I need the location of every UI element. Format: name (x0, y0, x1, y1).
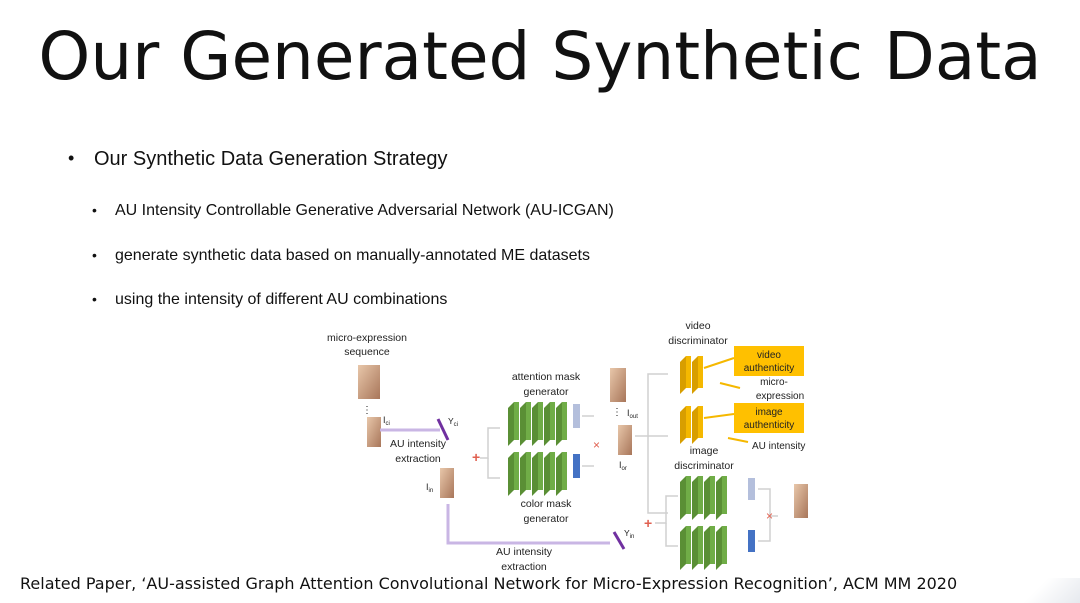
ellipsis-icon: ⋮ (612, 407, 622, 418)
attention-mask (748, 478, 755, 500)
connector-line (665, 523, 678, 547)
au-extraction-label: extraction (501, 561, 547, 573)
sub-bullet-text: generate synthetic data based on manuall… (115, 247, 590, 264)
attention-generator-label: attention mask (512, 371, 581, 383)
bullet-dot: • (92, 291, 97, 307)
video-discriminator-label: discriminator (668, 335, 728, 347)
image-discriminator-label: image (690, 445, 719, 457)
related-paper-footer: Related Paper, ‘AU-assisted Graph Attent… (20, 574, 958, 593)
reconstruction-attention-generator (680, 476, 727, 520)
bullet-dot: • (92, 247, 97, 263)
connector-line (647, 436, 668, 514)
iin-label: Iin (426, 482, 433, 494)
connector-line (727, 437, 749, 443)
au-intensity-output-label: AU intensity (752, 441, 805, 452)
color-mask (748, 530, 755, 552)
face-thumbnail (358, 365, 380, 399)
attention-generator (508, 402, 567, 446)
face-thumbnail (794, 484, 808, 518)
y-ci-mark (436, 418, 450, 441)
yin-label: Yin (624, 528, 634, 540)
image-discriminator (680, 406, 703, 444)
connector-line (719, 382, 741, 389)
au-extraction-label: AU intensity (390, 438, 447, 450)
sequence-label: sequence (344, 346, 390, 358)
bullet-dot: • (68, 148, 75, 168)
connector-line (480, 427, 500, 459)
video-discriminator (680, 356, 703, 394)
video-authenticity-label: authenticity (744, 363, 795, 374)
ici-label: Ici (383, 415, 390, 427)
color-generator-label: generator (524, 513, 569, 525)
au-icgan-diagram: micro-expression sequence ⋮ Ici Iin Yci … (327, 320, 808, 573)
color-mask (573, 454, 580, 478)
sub-bullet-text: AU Intensity Controllable Generative Adv… (115, 202, 614, 219)
micro-expression-output-label: micro- (760, 377, 788, 388)
color-generator-label: color mask (521, 498, 573, 510)
ellipsis-icon: ⋮ (362, 405, 372, 416)
sequence-label: micro-expression (327, 332, 407, 344)
slide-corner-decoration (1010, 578, 1080, 603)
face-thumbnail (618, 425, 632, 455)
y-in-mark (612, 531, 626, 550)
face-thumbnail (440, 468, 454, 498)
face-thumbnail (610, 368, 626, 402)
iout-label: Iout (627, 408, 638, 420)
connector-line (703, 413, 735, 419)
connector-line (487, 458, 500, 479)
image-authenticity-label: authenticity (744, 420, 795, 431)
slide-title: Our Generated Synthetic Data (38, 18, 1042, 95)
reconstruction-color-generator (680, 526, 727, 570)
yci-label: Yci (448, 416, 458, 428)
connector-line (703, 357, 735, 369)
au-extraction-label: AU intensity (496, 546, 553, 558)
color-generator (508, 452, 567, 496)
image-authenticity-box (734, 403, 804, 433)
connector-line (655, 495, 678, 524)
attention-mask (573, 404, 580, 428)
plus-icon: + (644, 515, 652, 531)
connector-line (758, 516, 771, 542)
bullet-dot: • (92, 202, 97, 218)
plus-icon: + (472, 449, 480, 465)
image-discriminator-label: discriminator (674, 460, 734, 472)
sub-bullet-text: using the intensity of different AU comb… (115, 291, 448, 308)
face-thumbnail (367, 417, 381, 447)
connector-line (635, 373, 668, 437)
video-discriminator-label: video (685, 320, 710, 332)
attention-generator-label: generator (524, 386, 569, 398)
ior-label: Ior (619, 460, 627, 472)
video-authenticity-box (734, 346, 804, 376)
image-authenticity-label: image (755, 407, 783, 418)
connector-line (446, 504, 610, 545)
main-bullet-text: Our Synthetic Data Generation Strategy (94, 148, 448, 170)
micro-expression-output-label: expression (756, 391, 804, 402)
au-extraction-label: extraction (395, 453, 441, 465)
times-icon: × (593, 438, 600, 452)
video-authenticity-label: video (757, 350, 781, 361)
connector-line (758, 488, 778, 517)
times-icon: × (766, 509, 773, 523)
